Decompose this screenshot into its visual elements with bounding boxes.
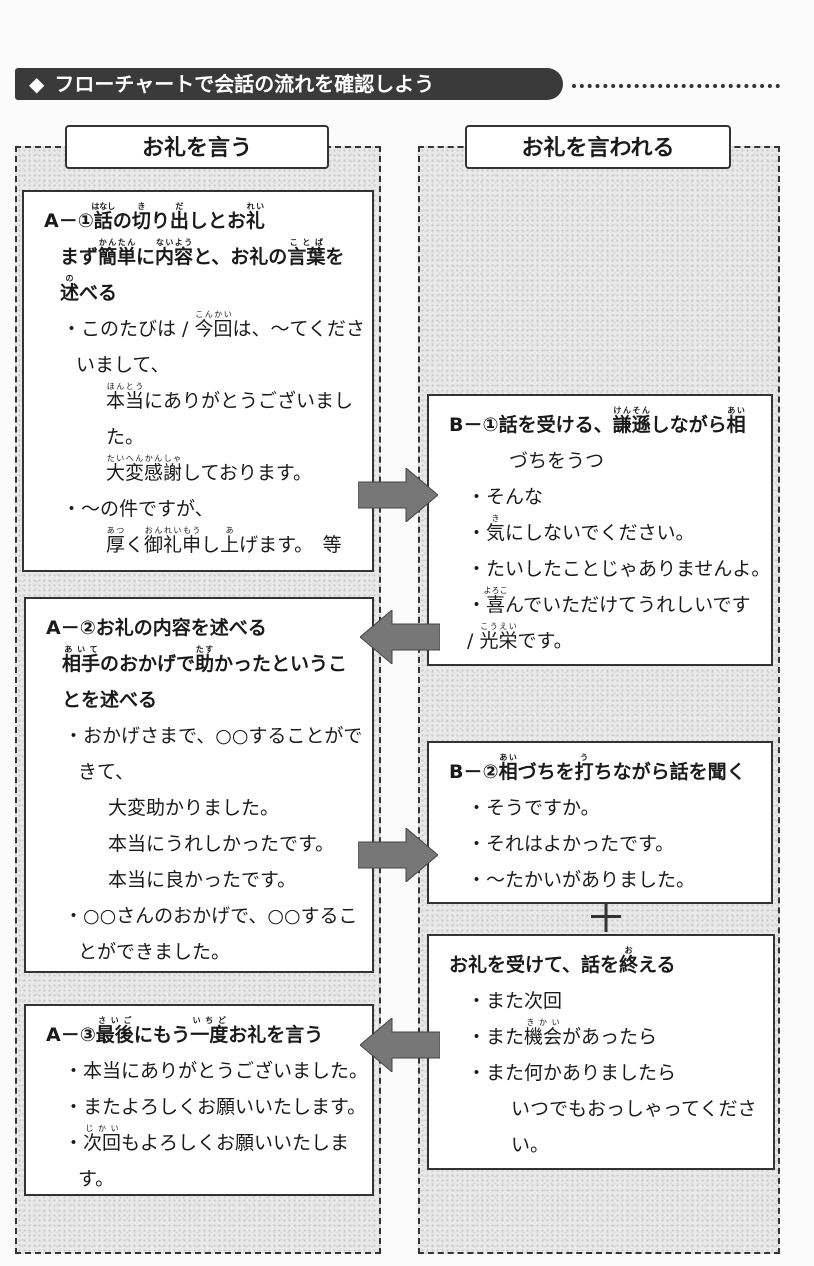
furigana: 本当ほんとう	[106, 382, 145, 413]
box-a2: A－②お礼の内容を述べる相手あいてのおかげで助たすかったということを述べる・おか…	[24, 597, 374, 973]
section-banner: ◆ フローチャートで会話の流れを確認しよう	[15, 68, 563, 100]
furigana: 述の	[60, 274, 80, 305]
box-line: 本当に良かったです。	[108, 869, 297, 891]
box-line: す。	[78, 1168, 115, 1190]
furigana: 出だ	[169, 202, 189, 233]
left-column-header: お礼を言う	[65, 125, 329, 169]
furigana: 次回じかい	[83, 1124, 122, 1155]
arrow-left-icon	[360, 610, 440, 664]
furigana: 厚あつ	[106, 526, 126, 557]
box-line: ・たいしたことじゃありませんよ。	[467, 558, 771, 580]
box-line: ・次回じかいもよろしくお願いいたしま	[64, 1124, 350, 1155]
box-line: 大変助かりました。	[108, 797, 280, 819]
furigana: 上あ	[220, 526, 240, 557]
dotted-rule	[572, 84, 780, 88]
box-line: 本当ほんとうにありがとうございまし	[106, 382, 354, 413]
box-line: とを述べる	[62, 689, 158, 711]
box-line: 述のべる	[60, 274, 118, 305]
box-b3: お礼を受けて、話を終おえる・また次回・また機会きかいがあったら・また何かありまし…	[427, 934, 775, 1170]
right-column-header: お礼を言われる	[465, 125, 731, 169]
box-line: ・～の件ですが、	[62, 498, 214, 520]
furigana: 今回こんかい	[194, 310, 233, 341]
furigana: 切き	[131, 202, 151, 233]
arrow-right-icon	[358, 828, 438, 882]
box-line: ・このたびは / 今回こんかいは、～てくださ	[62, 310, 365, 341]
box-line: 相手あいてのおかげで助たすかったというこ	[62, 645, 348, 676]
box-line: ・喜よろこんでいただけてうれしいです	[467, 586, 751, 617]
box-title: A－②お礼の内容を述べる	[46, 617, 267, 639]
box-title: B－②相あいづちを打うちながら話を聞く	[449, 753, 746, 784]
box-title: お礼を受けて、話を終おえる	[449, 946, 676, 977]
box-line: い。	[511, 1134, 550, 1156]
box-line: ・また機会きかいがあったら	[467, 1018, 658, 1049]
box-line: ・また次回	[467, 990, 563, 1012]
box-line: ・それはよかったです。	[467, 833, 675, 855]
box-line: 大変感謝たいへんかんしゃしております。	[106, 454, 312, 485]
box-line: いまして、	[76, 354, 170, 376]
furigana: 相あい	[498, 753, 518, 784]
box-line: ・気きにしないでください。	[467, 514, 695, 545]
furigana: 喜よろこ	[483, 586, 508, 617]
furigana: 謙遜けんそん	[612, 406, 651, 437]
furigana: 一度いちど	[190, 1016, 229, 1047]
box-line: ・おかげさまで、○○することがで	[64, 725, 363, 747]
box-a3: A－③最後さいごにもう一度いちどお礼を言う・本当にありがとうございました。・また…	[24, 1004, 374, 1196]
box-line: まず簡単かんたんに内容ないようと、お礼の言葉ことばを	[60, 238, 345, 269]
box-title: A－①話はなしの切きり出だしとお礼れい	[44, 202, 265, 233]
box-line: いつでもおっしゃってくださ	[511, 1098, 757, 1120]
box-line: とができました。	[78, 941, 231, 963]
furigana: 相手あいて	[62, 645, 101, 676]
box-title: B－①話を受ける、謙遜けんそんしながら相あい	[449, 406, 746, 437]
furigana: 気き	[486, 514, 506, 545]
furigana: 助たす	[195, 645, 215, 676]
furigana: 内容ないよう	[155, 238, 194, 269]
box-line: ・そんな	[467, 486, 544, 508]
furigana: 光栄こうえい	[479, 622, 518, 653]
box-line: ・本当にありがとうございました。	[64, 1060, 369, 1082]
box-line: / 光栄こうえいです。	[467, 622, 573, 653]
furigana: 最後さいご	[95, 1016, 134, 1047]
box-a1: A－①話はなしの切きり出だしとお礼れいまず簡単かんたんに内容ないようと、お礼の言…	[22, 190, 374, 572]
box-line: ・～たかいがありました。	[467, 869, 696, 891]
box-line: ・そうですか。	[467, 797, 600, 819]
box-title: A－③最後さいごにもう一度いちどお礼を言う	[46, 1016, 324, 1047]
plus-icon	[591, 902, 621, 932]
box-line: 厚あつく御礼申おんれいもうし上あげます。 等	[106, 526, 342, 557]
box-line: 本当にうれしかったです。	[108, 833, 335, 855]
box-b1: B－①話を受ける、謙遜けんそんしながら相あいづちをうつ・そんな・気きにしないでく…	[427, 394, 773, 666]
furigana: 終お	[619, 946, 639, 977]
box-line: た。	[106, 426, 145, 448]
box-line: ・またよろしくお願いいたします。	[64, 1096, 367, 1118]
box-line: ・また何かありましたら	[467, 1062, 677, 1084]
box-line: きて、	[78, 761, 135, 783]
furigana: 打う	[574, 753, 594, 784]
furigana: 機会きかい	[524, 1018, 563, 1049]
furigana: 話はなし	[91, 202, 116, 233]
arrow-left-icon	[360, 1018, 440, 1072]
banner-title: フローチャートで会話の流れを確認しよう	[54, 72, 435, 96]
arrow-right-icon	[358, 468, 438, 522]
furigana: 礼れい	[245, 202, 265, 233]
furigana: 大変感謝たいへんかんしゃ	[106, 454, 183, 485]
furigana: 御礼申おんれいもう	[144, 526, 202, 557]
box-line: ・○○さんのおかげで、○○するこ	[64, 905, 358, 927]
furigana: 相あい	[726, 406, 746, 437]
furigana: 簡単かんたん	[98, 238, 137, 269]
box-line: づちをうつ	[509, 450, 605, 472]
diamond-icon: ◆	[29, 72, 45, 96]
furigana: 言葉ことば	[287, 238, 326, 269]
box-b2: B－②相あいづちを打うちながら話を聞く・そうですか。・それはよかったです。・～た…	[427, 741, 773, 904]
